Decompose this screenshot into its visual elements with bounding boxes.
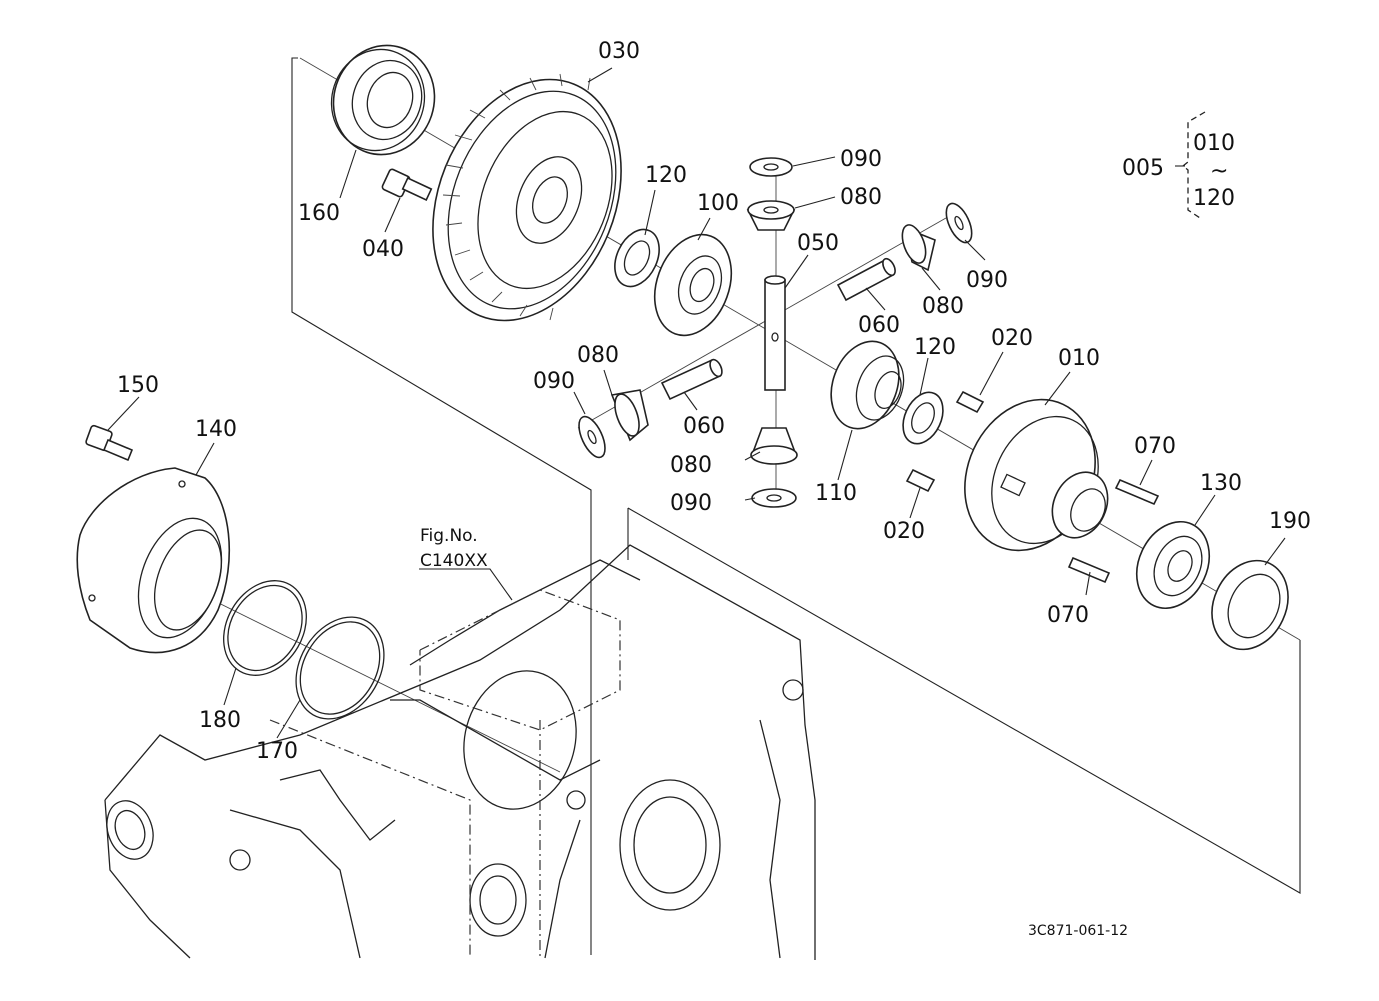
bearing-160 bbox=[330, 44, 436, 156]
assembly-range-tilde: ~ bbox=[1210, 159, 1228, 184]
pinion-080-left bbox=[610, 389, 649, 442]
callout-060-lower: 060 bbox=[683, 414, 725, 439]
leader-lines bbox=[107, 67, 1286, 739]
shaft-060-lower bbox=[660, 358, 723, 401]
callout-060-upper: 060 bbox=[858, 313, 900, 338]
callout-090-right: 090 bbox=[966, 268, 1008, 293]
callout-090-bottom: 090 bbox=[670, 491, 712, 516]
washer-090-left bbox=[578, 415, 606, 459]
assembly-outline bbox=[291, 57, 1301, 955]
ring-gear-030 bbox=[432, 73, 622, 322]
shaft-050 bbox=[764, 275, 786, 391]
callout-010: 010 bbox=[1058, 346, 1100, 371]
callout-190: 190 bbox=[1269, 509, 1311, 534]
assembly-range-from: 010 bbox=[1193, 131, 1235, 156]
pin-020-upper bbox=[955, 390, 985, 414]
assembly-range-to: 120 bbox=[1193, 186, 1235, 211]
callout-170: 170 bbox=[256, 739, 298, 764]
callout-100: 100 bbox=[697, 191, 739, 216]
washer-090-bottom bbox=[751, 488, 797, 508]
bolt-040 bbox=[381, 168, 433, 201]
housing-140 bbox=[76, 467, 231, 654]
callout-150: 150 bbox=[117, 373, 159, 398]
washer-090-right bbox=[945, 202, 973, 244]
drawing-code: 3C871-061-12 bbox=[1028, 923, 1128, 939]
callout-140: 140 bbox=[195, 417, 237, 442]
pinion-080-bottom bbox=[750, 427, 798, 465]
callout-080-top: 080 bbox=[840, 185, 882, 210]
shaft-060-upper bbox=[836, 257, 896, 302]
pinion-080-top bbox=[746, 200, 796, 231]
callout-180: 180 bbox=[199, 708, 241, 733]
transmission-case bbox=[104, 544, 816, 960]
callout-labels: 030 160 040 120 100 090 080 050 060 080 … bbox=[117, 39, 1311, 939]
callout-030: 030 bbox=[598, 39, 640, 64]
washer-120-lower bbox=[902, 391, 944, 445]
side-gear-110 bbox=[830, 340, 905, 430]
callout-130: 130 bbox=[1200, 471, 1242, 496]
callout-040: 040 bbox=[362, 237, 404, 262]
assembly-number: 005 bbox=[1122, 156, 1164, 181]
callout-080-left: 080 bbox=[577, 343, 619, 368]
callout-160: 160 bbox=[298, 201, 340, 226]
side-gear-100 bbox=[653, 233, 733, 337]
washer-120-upper bbox=[614, 228, 660, 288]
o-ring-170 bbox=[295, 616, 385, 720]
pin-020-lower bbox=[905, 468, 936, 493]
diff-case-010 bbox=[964, 398, 1109, 552]
callout-080-right: 080 bbox=[922, 294, 964, 319]
callout-120-lower: 120 bbox=[914, 335, 956, 360]
callout-020-upper: 020 bbox=[991, 326, 1033, 351]
callout-050: 050 bbox=[797, 231, 839, 256]
callout-090-left: 090 bbox=[533, 369, 575, 394]
washer-090-top bbox=[749, 157, 793, 177]
fig-ref-number: C140XX bbox=[420, 551, 488, 571]
pinion-080-right bbox=[901, 224, 936, 272]
fig-ref-label: Fig.No. bbox=[420, 526, 478, 546]
bolt-150 bbox=[85, 424, 134, 462]
pin-070-lower bbox=[1067, 556, 1111, 584]
seal-190 bbox=[1211, 559, 1289, 651]
callout-070-lower: 070 bbox=[1047, 603, 1089, 628]
callout-090-top: 090 bbox=[840, 147, 882, 172]
snap-ring-180 bbox=[223, 580, 307, 676]
assembly-brace bbox=[1181, 111, 1206, 219]
callout-020-lower: 020 bbox=[883, 519, 925, 544]
bearing-130 bbox=[1135, 520, 1211, 610]
callout-110: 110 bbox=[815, 481, 857, 506]
callout-080-bottom: 080 bbox=[670, 453, 712, 478]
callout-070-upper: 070 bbox=[1134, 434, 1176, 459]
pin-070-upper bbox=[1114, 478, 1160, 506]
callout-120-upper: 120 bbox=[645, 163, 687, 188]
